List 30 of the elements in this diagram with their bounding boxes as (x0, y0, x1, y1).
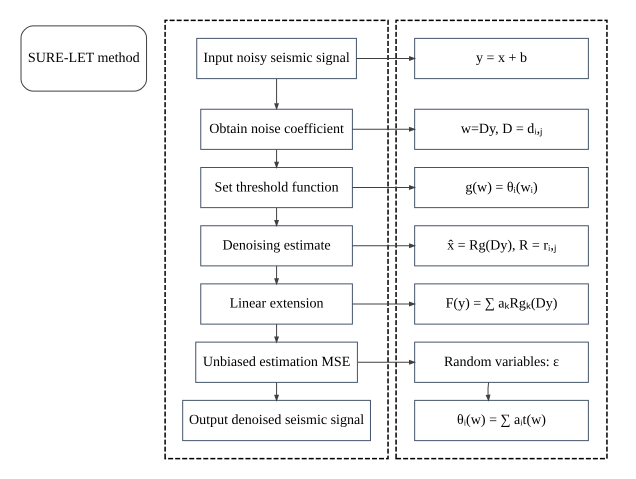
cluster (164, 20, 389, 460)
node-box: w=Dy, D = dᵢ,ⱼ (414, 108, 589, 150)
node-box: Linear extension (200, 283, 353, 325)
arrow (352, 243, 416, 248)
arrow (358, 360, 416, 365)
arrow (356, 56, 416, 61)
arrow (274, 78, 280, 110)
node-box: Input noisy seismic signal (196, 38, 357, 80)
node-box: g(w) = θᵢ(wᵢ) (414, 166, 589, 208)
node-box: Denoising estimate (200, 225, 353, 266)
node-box: Output denoised seismic signal (182, 400, 371, 442)
arrow (352, 185, 416, 190)
arrow (352, 302, 416, 306)
arrow (352, 126, 416, 132)
node-box: SURE-LET method (20, 25, 148, 92)
node-box: Obtain noise coefficient (200, 108, 353, 150)
arrow (274, 382, 280, 402)
node-box: F(y) = ∑ aₖRgₖ(Dy) (414, 283, 589, 325)
arrow (274, 266, 280, 286)
cluster (395, 20, 608, 460)
arrow (274, 324, 280, 344)
node-box: Random variables: ε (414, 342, 589, 383)
arrow (274, 150, 280, 169)
node-box: x̂ = Rg(Dy), R = rᵢ,ⱼ (414, 225, 589, 266)
arrow (486, 382, 490, 402)
arrow (274, 208, 280, 228)
node-box: Unbiased estimation MSE (195, 342, 358, 383)
node-box: θᵢ(w) = ∑ aᵢt(w) (414, 400, 589, 442)
node-box: Set threshold function (200, 166, 353, 208)
node-box: y = x + b (414, 38, 589, 80)
